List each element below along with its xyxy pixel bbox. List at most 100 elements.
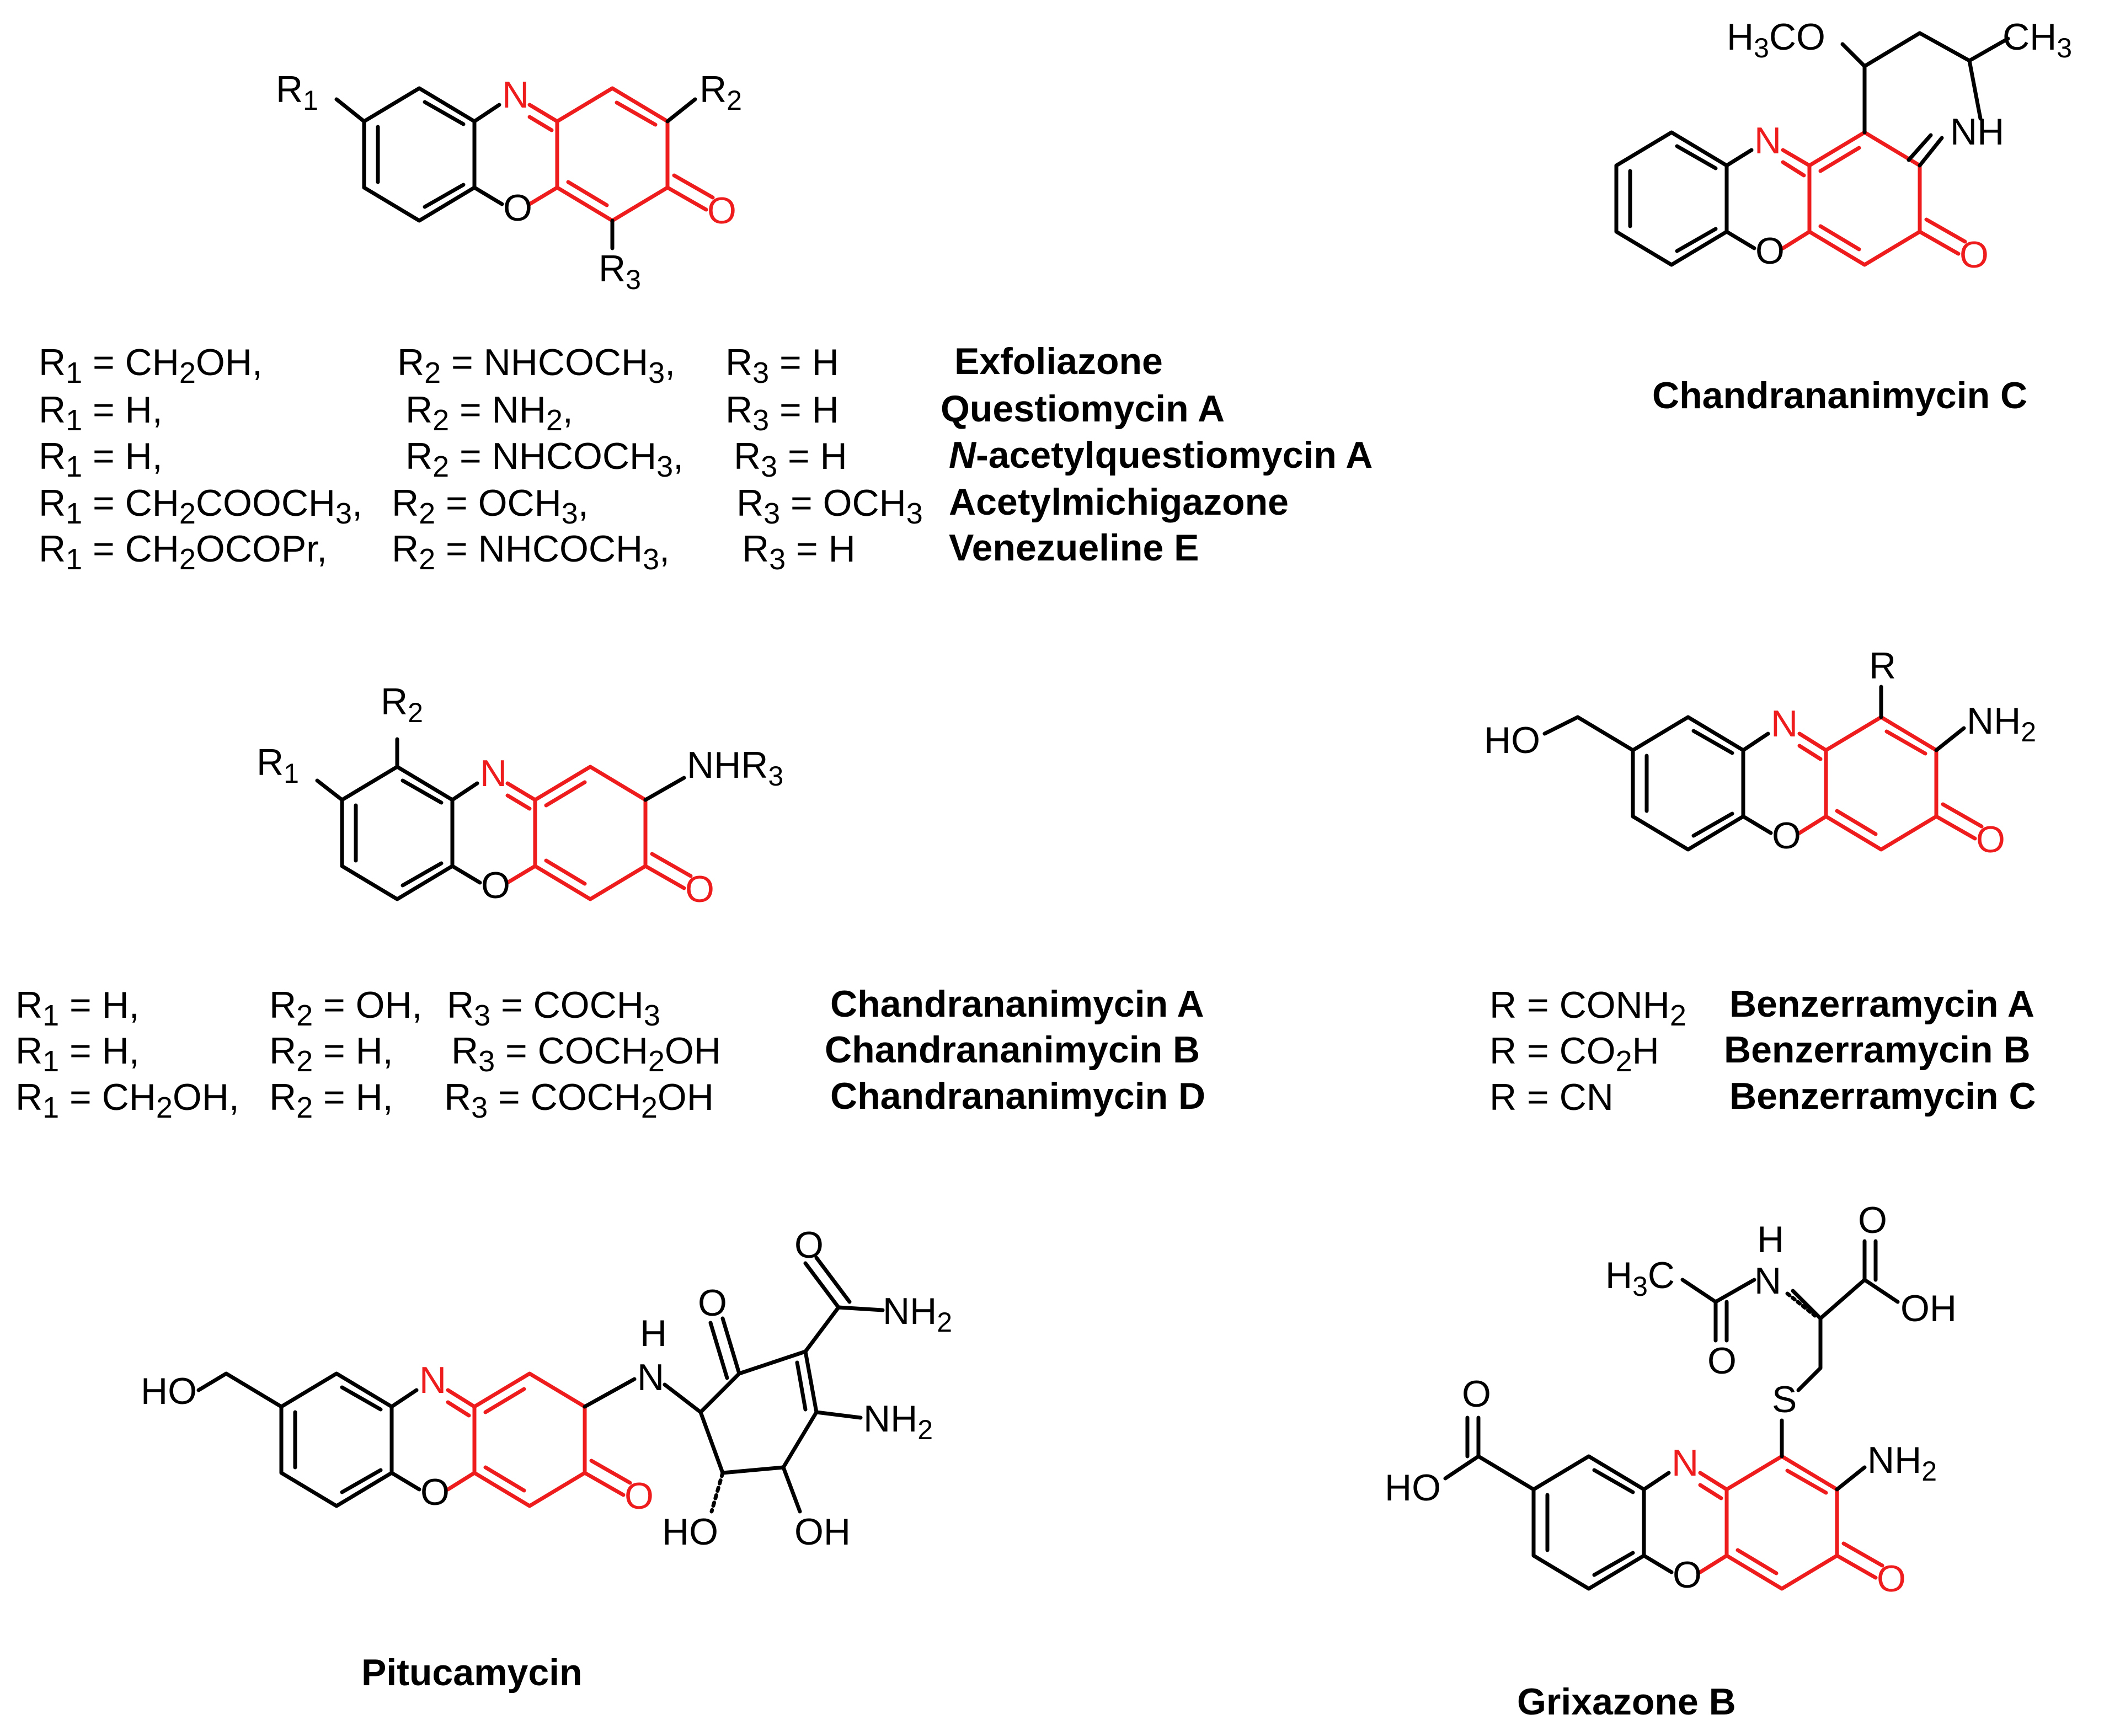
chc-center-black: [1724, 148, 1756, 250]
grx-cys-acid: [1818, 1239, 1900, 1321]
grixazone-b-structure: H3C H N O O OH S NH2 O HO N O O Grixazon…: [1385, 1199, 1957, 1723]
ben-row-2-r: R = CO2H: [1489, 1030, 1659, 1078]
benzerramycin-table: R = CONH2 Benzerramycin A R = CO2H Benze…: [1489, 983, 2036, 1118]
pit-left-double: [293, 1385, 383, 1494]
exfo-o-ring-label: O: [503, 187, 532, 229]
ben-row-1-name: Benzerramycin A: [1729, 983, 2034, 1025]
pit-ho-bond: [709, 1471, 725, 1514]
pit-nh2-bond: [814, 1410, 863, 1420]
pit-oh-bottom-label: OH: [794, 1511, 851, 1553]
grx-right-ring: [1724, 1454, 1839, 1591]
exfo-center-black: [472, 103, 504, 206]
cha-r1-bond: [315, 778, 344, 802]
exfo-left-ring: [362, 86, 477, 223]
ben-nh2-label: NH2: [1967, 700, 2036, 747]
exfo-row-2-r1: R1 = H,: [39, 389, 163, 437]
exfo-row-5-name: Venezueline E: [949, 527, 1199, 569]
pit-nh-h-label: H: [640, 1312, 667, 1354]
cha-o-ring-label: O: [481, 864, 510, 906]
chandrananimycin-core-structure: R1 R2 NHR3 N O O: [257, 681, 783, 910]
cha-r1-label: R1: [257, 741, 299, 789]
chandrananimycin-c-structure: H3CO CH3 NH N O O Chandrananimycin C: [1614, 16, 2072, 416]
ben-right-double: [1835, 729, 1927, 836]
grx-n-label: N: [1672, 1442, 1699, 1484]
chc-name: Chandrananimycin C: [1652, 375, 2027, 416]
chc-o-ring-label: O: [1755, 230, 1785, 272]
cha-row-2-name: Chandrananimycin B: [825, 1029, 1200, 1071]
ben-left-double: [1644, 729, 1734, 838]
cha-o-keto-label: O: [685, 868, 714, 910]
exfo-row-5-r2: R2 = NHCOCH3,: [392, 528, 670, 576]
grx-o-benz-label: O: [1462, 1373, 1491, 1415]
chc-left-ring: [1614, 130, 1729, 267]
cha-nhr3-bond: [643, 776, 686, 802]
chc-piperidine: [1862, 31, 1983, 168]
grx-wedge-hash: [1785, 1291, 1817, 1318]
chc-right-double: [1818, 146, 1861, 252]
cha-center-red: [505, 781, 537, 885]
grx-o-keto-label: O: [1877, 1558, 1906, 1600]
ben-center-black: [1741, 731, 1773, 835]
exfo-r1-bond: [334, 97, 366, 124]
ben-row-2-name: Benzerramycin B: [1724, 1029, 2031, 1071]
exfo-center-red: [527, 103, 559, 206]
exfo-row-3-r1: R1 = H,: [39, 435, 163, 483]
ben-ch2oh-bond: [1542, 715, 1635, 752]
exfo-row-2-r2: R2 = NH2,: [405, 389, 573, 437]
grx-name: Grixazone B: [1517, 1681, 1736, 1723]
exfo-row-3-r3: R3 = H: [734, 435, 847, 483]
cha-row-3-r3: R3 = COCH2OH: [444, 1076, 714, 1124]
exfo-row-2-r3: R3 = H: [725, 389, 839, 437]
pit-n-label: N: [419, 1359, 446, 1401]
pit-imine-double: [446, 1400, 471, 1418]
pit-ho-label: HO: [141, 1370, 197, 1412]
grx-left-ring: [1531, 1454, 1646, 1591]
chc-right-ring: [1807, 130, 1922, 267]
chc-imine-double: [1781, 160, 1806, 178]
pit-cyclohexenone-double: [795, 1360, 808, 1412]
exfo-row-4-name: Acetylmichigazone: [949, 481, 1289, 523]
grx-nh2-label: NH2: [1867, 1439, 1937, 1487]
cha-row-1-r1: R1 = H,: [15, 984, 140, 1032]
exfo-row-4-r1: R1 = CH2COOCH3,: [39, 482, 362, 530]
ben-right-ring: [1824, 715, 1939, 852]
exfo-row-2-name: Questiomycin A: [941, 388, 1225, 430]
exfo-row-1-r3: R3 = H: [725, 341, 839, 389]
chc-methyl-bond: [1967, 36, 2010, 63]
cha-row-3-r2: R2 = H,: [269, 1076, 393, 1124]
exfo-row-5-r3: R3 = H: [742, 528, 856, 576]
pit-oh-bond: [781, 1465, 802, 1514]
exfoliazone-core-structure: R1 R2 R3 N O O: [276, 68, 742, 295]
cha-nhr3-label: NHR3: [687, 744, 783, 792]
exfo-row-5-r1: R1 = CH2OCOPr,: [39, 528, 327, 576]
exfo-row-3-name: N-acetylquestiomycin A: [949, 434, 1373, 476]
cha-row-2-r1: R1 = H,: [15, 1030, 140, 1078]
pit-amide: [803, 1256, 885, 1354]
pit-ho-bottom-label: HO: [662, 1511, 718, 1553]
pit-o-keto-label: O: [624, 1475, 654, 1517]
pitucamycin-structure: HO N O O H N O O NH2 NH2 HO OH Pitucamyc…: [141, 1224, 952, 1694]
pit-ch2oh-bond: [196, 1371, 284, 1409]
cha-n-label: N: [480, 752, 507, 794]
ben-ho-label: HO: [1484, 719, 1540, 761]
ben-keto-bond: [1934, 802, 1984, 841]
exfo-row-1-r1: R1 = CH2OH,: [39, 341, 263, 389]
pit-center-black: [389, 1388, 421, 1492]
chc-n-label: N: [1754, 120, 1781, 162]
ben-row-3-name: Benzerramycin C: [1729, 1075, 2036, 1117]
ben-row-1-r: R = CONH2: [1489, 984, 1686, 1032]
exfo-r2-label: R2: [699, 68, 742, 116]
exfo-row-1-name: Exfoliazone: [954, 340, 1163, 382]
grx-acetyl: [1680, 1278, 1756, 1343]
cha-right-double: [544, 780, 587, 886]
cha-row-3-r1: R1 = CH2OH,: [15, 1076, 239, 1124]
exfo-left-ring-double-bonds: [376, 100, 466, 209]
grx-o-acid-label: O: [1858, 1199, 1887, 1241]
pit-nh2-amide-label: NH2: [883, 1290, 952, 1338]
grx-nh2-bond: [1835, 1465, 1867, 1492]
cha-row-1-r3: R3 = COCH3: [447, 984, 660, 1032]
grx-h3c-label: H3C: [1605, 1254, 1675, 1302]
chc-left-double: [1628, 144, 1718, 253]
chc-methoxy-bond: [1840, 42, 1867, 68]
